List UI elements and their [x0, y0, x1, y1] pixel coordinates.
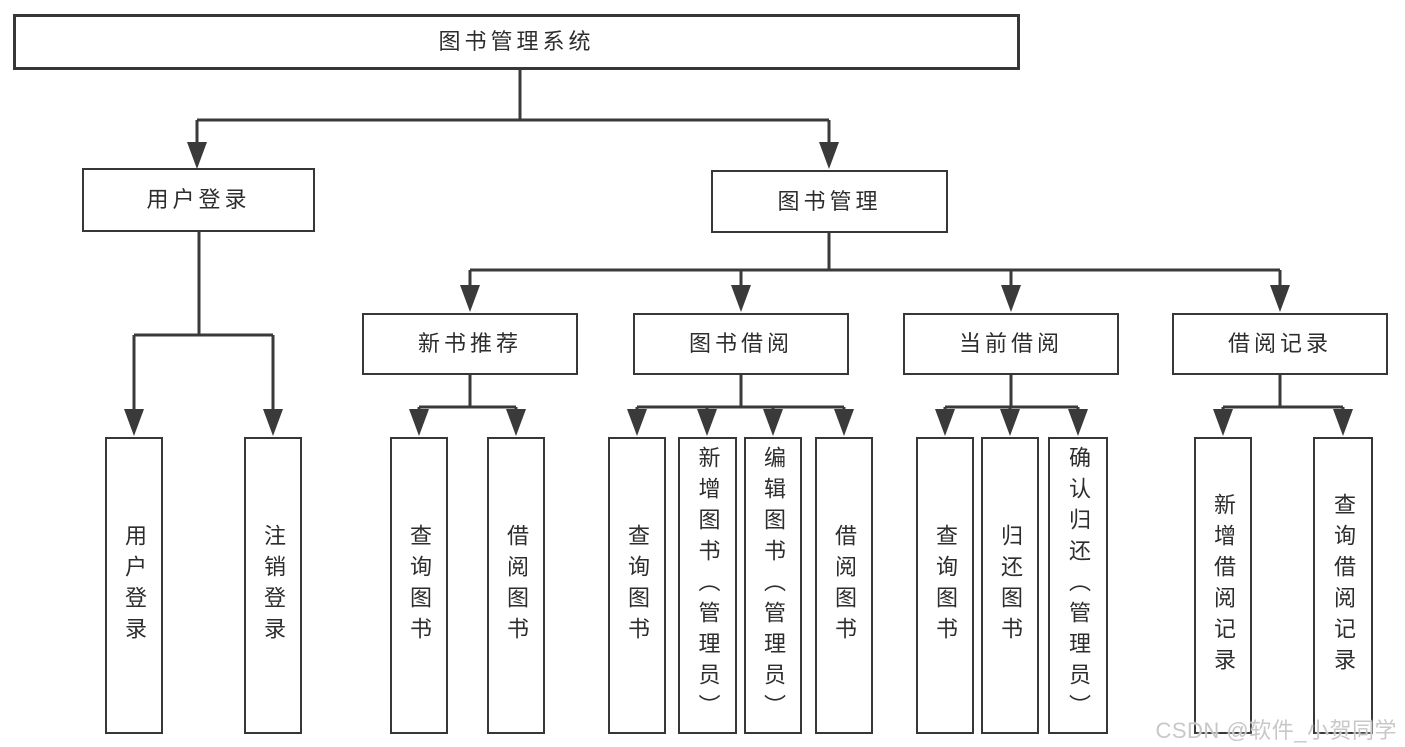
leaf-add-book-admin: 新增图书（管理员） — [678, 437, 737, 734]
leaf-search-books-current: 查询图书 — [916, 437, 974, 734]
node-new-book-recommendation: 新书推荐 — [362, 313, 578, 375]
node-book-management: 图书管理 — [711, 170, 948, 233]
node-user-login: 用户登录 — [82, 168, 315, 232]
leaf-search-books-recommend: 查询图书 — [390, 437, 448, 734]
leaf-borrow-books-recommend: 借阅图书 — [487, 437, 545, 734]
node-current-borrowing: 当前借阅 — [903, 313, 1119, 375]
leaf-return-books: 归还图书 — [981, 437, 1039, 734]
leaf-search-books-borrowing: 查询图书 — [608, 437, 666, 734]
leaf-add-borrow-record: 新增借阅记录 — [1194, 437, 1252, 734]
leaf-edit-book-admin: 编辑图书（管理员） — [744, 437, 802, 734]
leaf-borrow-books-borrowing: 借阅图书 — [815, 437, 873, 734]
arrow-heads — [124, 142, 1353, 436]
node-book-borrowing: 图书借阅 — [633, 313, 849, 375]
node-borrowing-records: 借阅记录 — [1172, 313, 1388, 375]
leaf-user-login: 用户登录 — [105, 437, 163, 734]
leaf-logout: 注销登录 — [244, 437, 302, 734]
node-library-management-system: 图书管理系统 — [13, 14, 1020, 70]
leaf-search-borrow-record: 查询借阅记录 — [1313, 437, 1373, 734]
leaf-confirm-return-admin: 确认归还（管理员） — [1048, 437, 1108, 734]
